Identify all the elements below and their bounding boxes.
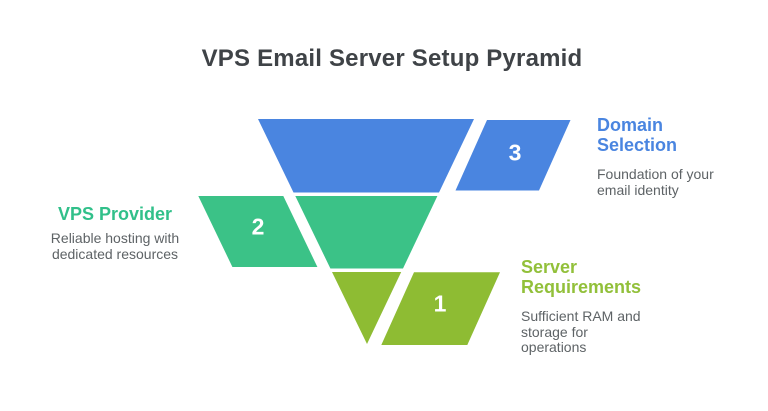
level-3-heading: Domain Selection bbox=[597, 115, 757, 155]
level-2-tab-shape bbox=[198, 196, 318, 267]
level-2-label-block: VPS Provider Reliable hosting with dedic… bbox=[35, 204, 195, 262]
level-1-description: Sufficient RAM and storage for operation… bbox=[521, 308, 691, 356]
level-1-description-line: operations bbox=[521, 339, 587, 355]
page-title: VPS Email Server Setup Pyramid bbox=[201, 45, 583, 72]
level-3-label-block: Domain Selection Foundation of your emai… bbox=[597, 115, 757, 198]
level-2-number: 2 bbox=[251, 213, 265, 240]
level-1-description-line: Sufficient RAM and bbox=[521, 308, 641, 324]
level-2-heading-line: VPS Provider bbox=[57, 204, 173, 224]
level-2-description: Reliable hosting with dedicated resource… bbox=[35, 230, 195, 262]
level-3-band-shape bbox=[258, 119, 474, 193]
level-1-band-shape bbox=[332, 272, 402, 344]
level-1-heading-line: Requirements bbox=[521, 277, 642, 297]
level-3-description: Foundation of your email identity bbox=[597, 166, 757, 198]
level-1-number: 1 bbox=[433, 290, 447, 317]
level-1-tab-shape bbox=[381, 272, 500, 345]
level-3-description-line: Foundation of your bbox=[597, 166, 714, 182]
level-2-description-line: dedicated resources bbox=[51, 245, 179, 262]
level-1-heading-line: Server bbox=[521, 257, 578, 277]
level-3-tab-shape bbox=[455, 120, 571, 191]
level-3-heading-line: Domain bbox=[597, 115, 664, 135]
level-1-description-line: storage for bbox=[521, 323, 588, 340]
level-3-heading-line: Selection bbox=[597, 135, 678, 155]
level-3-description-line: email identity bbox=[597, 181, 679, 198]
level-1-heading: Server Requirements bbox=[521, 257, 691, 297]
level-2-band-shape bbox=[295, 196, 438, 269]
level-1-label-block: Server Requirements Sufficient RAM and s… bbox=[521, 257, 691, 356]
level-3-number: 3 bbox=[508, 139, 522, 166]
level-2-heading: VPS Provider bbox=[35, 204, 195, 224]
level-2-description-line: Reliable hosting with bbox=[50, 230, 180, 246]
